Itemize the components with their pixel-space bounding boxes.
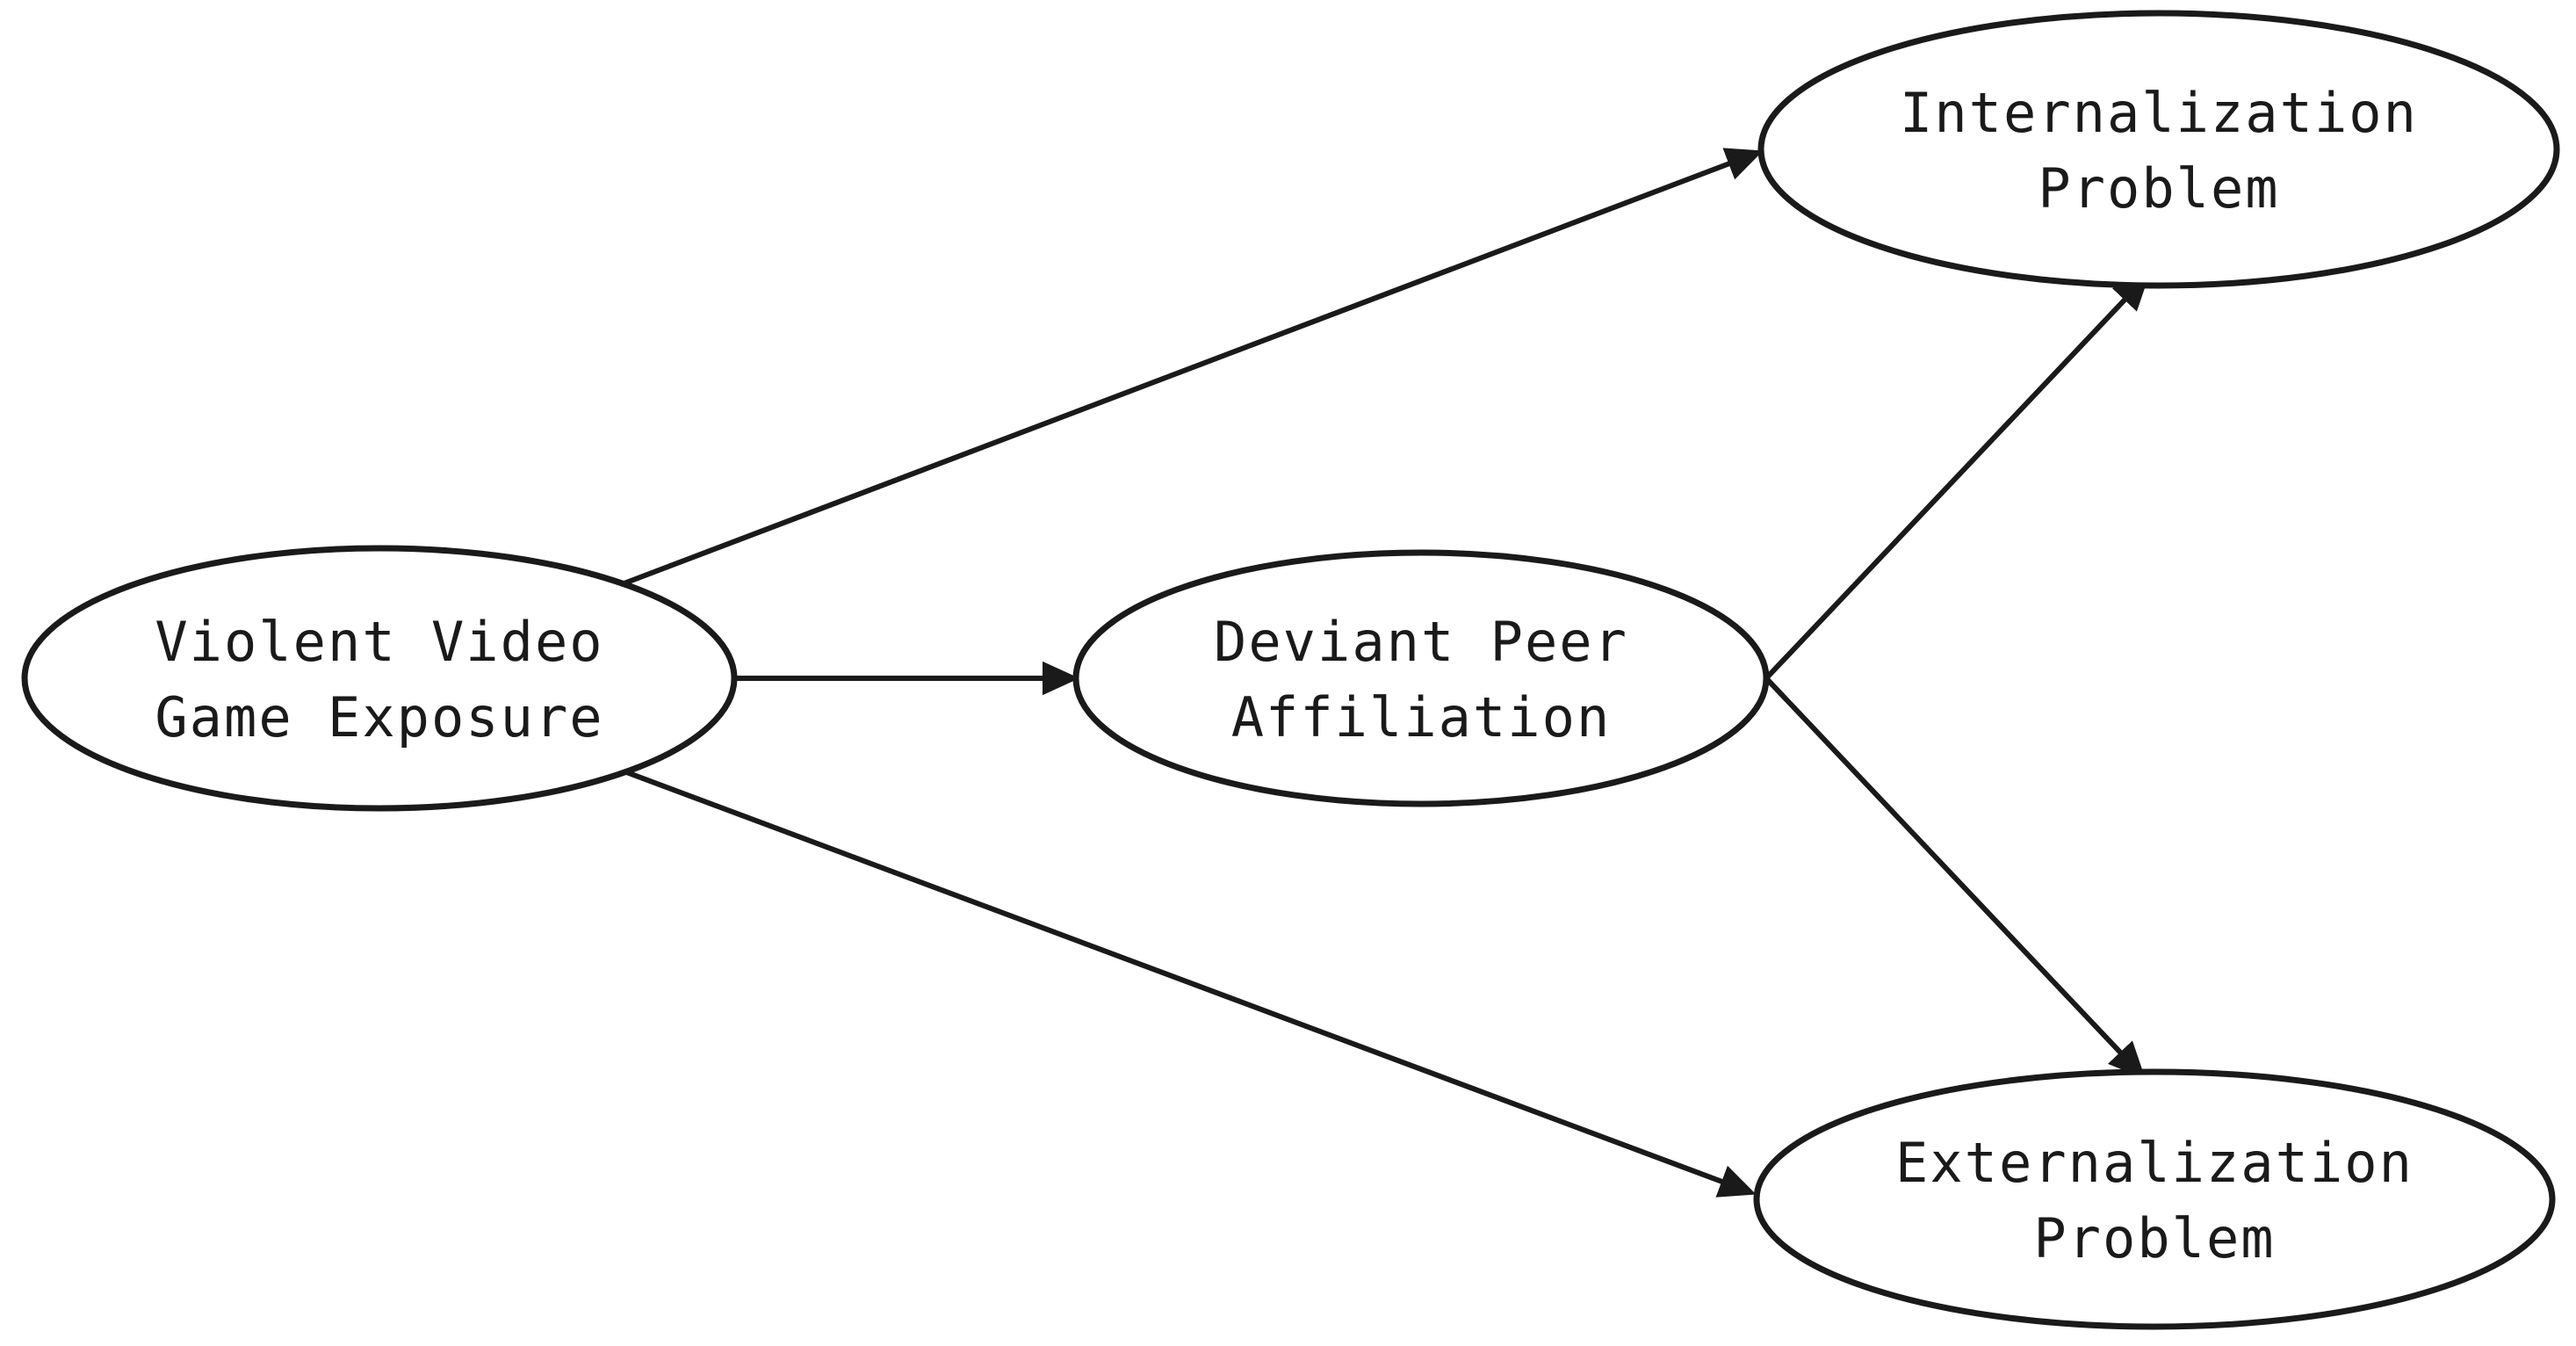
node-label-line1: Internalization (1900, 81, 2418, 145)
edge-group (613, 148, 2150, 1198)
node-label-line1: Violent Video (155, 610, 603, 674)
node-label-line1: Deviant Peer (1214, 610, 1628, 674)
node-ellipse-shape (1753, 1068, 2556, 1330)
node-label-line2: Game Exposure (155, 685, 603, 749)
edge-dpa-to-internalization (1764, 272, 2150, 681)
edge-vvge-to-internalization (613, 148, 1764, 590)
edge-vvge-to-externalization (613, 765, 1757, 1198)
node-ellipse-shape (1072, 549, 1770, 807)
node-ellipse-shape (21, 545, 738, 812)
node-externalization-problem[interactable]: Externalization Problem (1753, 1068, 2556, 1330)
node-ellipse-shape (1757, 10, 2560, 289)
node-label-line2: Problem (2033, 1206, 2275, 1270)
node-label-line2: Problem (2038, 156, 2279, 221)
node-deviant-peer-affiliation[interactable]: Deviant Peer Affiliation (1072, 549, 1770, 807)
node-internalization-problem[interactable]: Internalization Problem (1757, 10, 2560, 289)
node-label-line2: Affiliation (1231, 685, 1612, 749)
node-violent-video-game-exposure[interactable]: Violent Video Game Exposure (21, 545, 738, 812)
node-label-line1: Externalization (1895, 1131, 2414, 1195)
edge-dpa-to-externalization (1764, 676, 2146, 1080)
